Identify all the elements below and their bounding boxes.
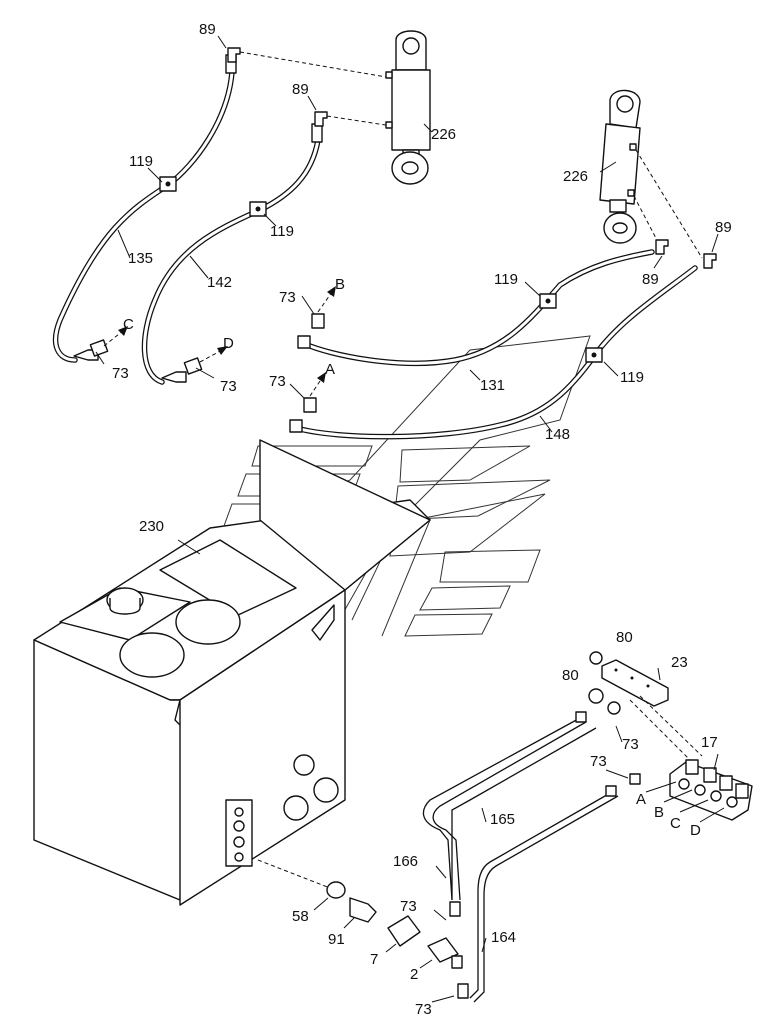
label-89: 89 (199, 21, 216, 38)
label-135: 135 (128, 250, 153, 267)
label-165: 165 (490, 811, 515, 828)
hydraulic-tank-230 (33, 439, 431, 906)
access-cover (119, 632, 185, 678)
valve-bank-17 (669, 759, 753, 821)
label-80: 80 (562, 667, 579, 684)
label-73: 73 (279, 289, 296, 306)
adapter-73-d (183, 357, 203, 375)
port (313, 777, 339, 803)
hose-148-assembly (289, 265, 698, 440)
cylinder-226-b (599, 89, 641, 244)
label-73: 73 (590, 753, 607, 770)
label-89: 89 (292, 81, 309, 98)
label-164: 164 (491, 929, 516, 946)
label-73: 73 (269, 373, 286, 390)
label-119: 119 (129, 153, 153, 170)
pipe-165 (422, 717, 587, 901)
pipe-end-fitting (449, 901, 461, 917)
flow-arrows (103, 286, 336, 397)
pipe-end-fitting (575, 711, 587, 723)
label-2: 2 (410, 966, 418, 983)
port-label-d2: D (690, 822, 701, 839)
label-73: 73 (400, 898, 417, 915)
port (283, 795, 309, 821)
hose-end-fitting (161, 371, 187, 383)
port-label-c: C (123, 316, 134, 333)
port-label-d: D (223, 335, 234, 352)
plug-80 (588, 651, 621, 715)
adapter-73-bottom (451, 955, 463, 969)
label-119: 119 (620, 369, 644, 386)
hose-142-assembly (141, 123, 323, 385)
port-label-b2: B (654, 804, 664, 821)
part-2 (427, 937, 459, 963)
filter-7 (387, 915, 421, 947)
filter-group (326, 881, 469, 999)
cylinder-226-a (385, 30, 431, 185)
label-91: 91 (328, 931, 345, 948)
label-226: 226 (563, 168, 588, 185)
adapter-73-b (311, 313, 325, 329)
pipe-164 (469, 791, 619, 1003)
manifold-block-23 (601, 659, 669, 707)
adapter-73-bottom (457, 983, 469, 999)
label-7: 7 (370, 951, 378, 968)
label-58: 58 (292, 908, 309, 925)
elbow-89-a (227, 47, 241, 63)
label-119: 119 (494, 271, 518, 288)
label-17: 17 (701, 734, 718, 751)
label-226: 226 (431, 126, 456, 143)
label-119: 119 (270, 223, 294, 240)
adapter-58 (326, 881, 346, 899)
adapter-73-valve (629, 773, 641, 785)
label-73: 73 (415, 1001, 432, 1018)
access-cover (175, 599, 241, 645)
hose-end-fitting (289, 419, 303, 433)
pipe-166 (451, 727, 597, 900)
leader-lines (95, 35, 725, 1003)
pipe-end-fitting (605, 785, 617, 797)
callout-labels: 89 89 89 89 119 119 119 119 135 142 226 … (112, 21, 732, 1018)
adapter-73-a (303, 397, 317, 413)
label-166: 166 (393, 853, 418, 870)
elbow-89-b (314, 111, 328, 127)
hose-131-assembly (297, 249, 655, 367)
port (293, 754, 315, 776)
elbow-89-c (655, 239, 669, 255)
label-73: 73 (220, 378, 237, 395)
label-131: 131 (480, 377, 505, 394)
hose-end-fitting (297, 335, 311, 349)
port-label-b: B (335, 276, 345, 293)
elbow-89-d (703, 253, 717, 269)
port-label-a2: A (636, 791, 646, 808)
adapter-91 (349, 897, 377, 923)
hose-135-assembly (52, 54, 237, 363)
label-23: 23 (671, 654, 688, 671)
port-label-a: A (325, 361, 335, 378)
label-73: 73 (622, 736, 639, 753)
label-142: 142 (207, 274, 232, 291)
label-89: 89 (715, 219, 732, 236)
port-label-c2: C (670, 815, 681, 832)
label-80: 80 (616, 629, 633, 646)
adapter-73-c (89, 339, 109, 357)
label-89: 89 (642, 271, 659, 288)
label-73: 73 (112, 365, 129, 382)
label-230: 230 (139, 518, 164, 535)
label-148: 148 (545, 426, 570, 443)
